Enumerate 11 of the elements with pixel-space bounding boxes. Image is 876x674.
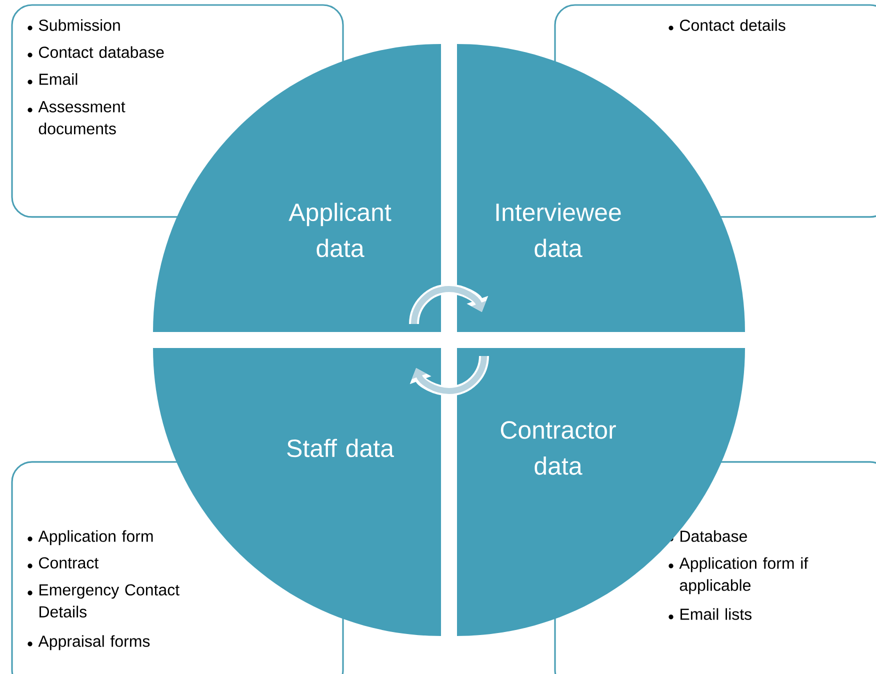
bullet-text: Email [40,73,78,85]
quadrant: Interviewee data [457,44,745,332]
bullet-text: Application form [38,530,153,546]
bullet-text: Contract [39,557,99,569]
bullet-text: Appraisal forms [38,635,150,650]
cycle-arrow [409,284,488,324]
bullet-text: Database [680,530,747,542]
bullet-text: Contact details [680,19,786,31]
cycle-arrow [410,356,489,396]
bullet-text: Assessment documents [38,101,126,134]
bullet-text: Submission [38,19,120,31]
